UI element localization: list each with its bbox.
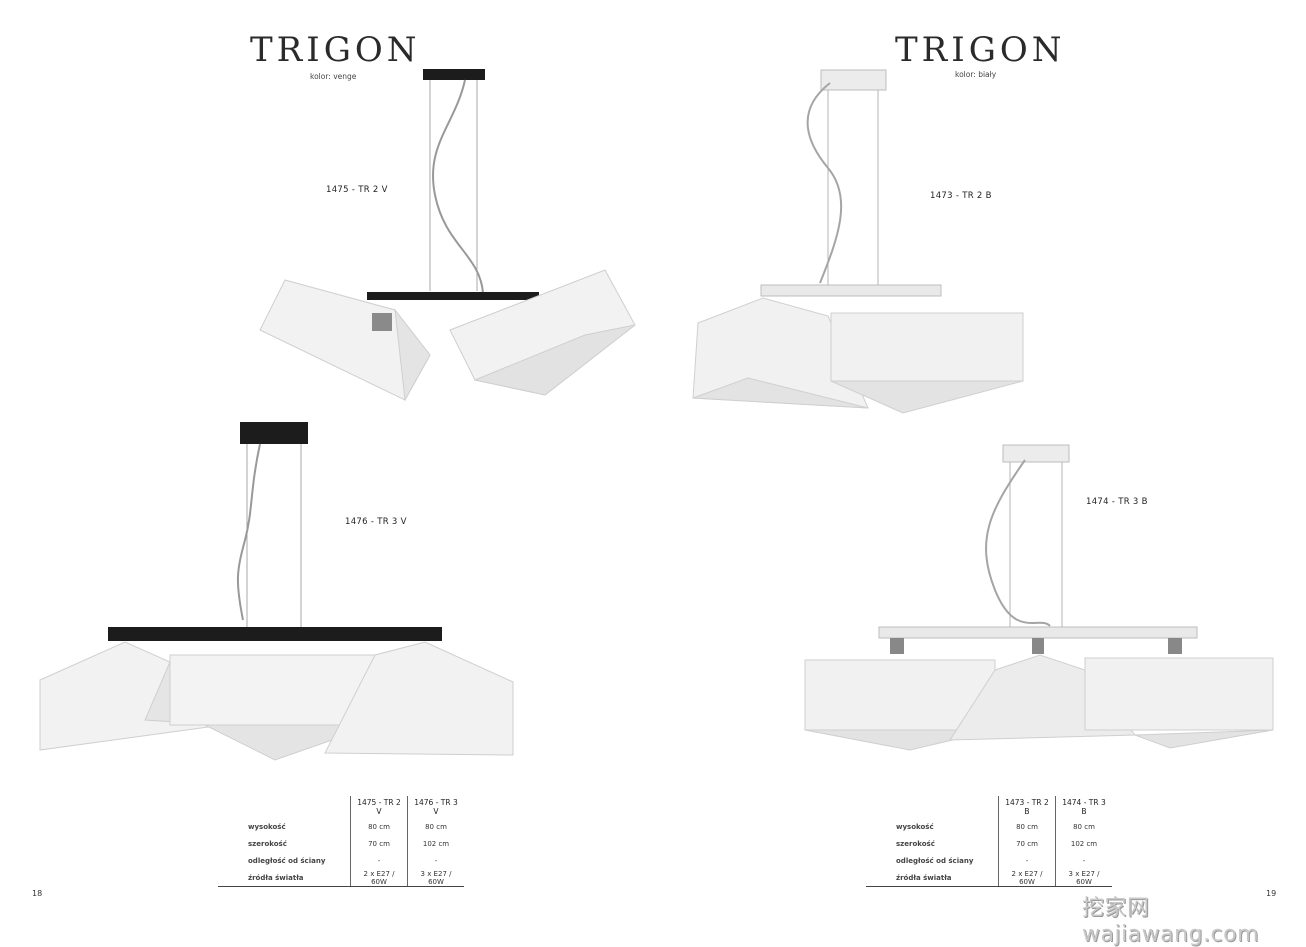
right-table-header-1: 1473 - TR 2 B: [998, 796, 1056, 818]
row-value-a: -: [998, 852, 1056, 869]
row-value-b: 80 cm: [407, 818, 464, 835]
right-table-row: źródła światła 2 x E27 / 60W 3 x E27 / 6…: [866, 869, 1112, 887]
left-spec-table: 1475 - TR 2 V 1476 - TR 3 V wysokość 80 …: [218, 796, 464, 887]
right-table-corner: [866, 796, 999, 818]
row-value-a: 2 x E27 / 60W: [350, 869, 408, 887]
right-color-note: kolor: biały: [955, 70, 997, 79]
row-value-b: -: [407, 852, 464, 869]
left-table-row: źródła światła 2 x E27 / 60W 3 x E27 / 6…: [218, 869, 464, 887]
row-value-a: 80 cm: [350, 818, 408, 835]
row-label: odległość od ściany: [248, 856, 326, 865]
lamp-1473-image: [692, 69, 1024, 414]
row-value-b: 3 x E27 / 60W: [1055, 869, 1112, 887]
model-code-1474: 1474 - TR 3 B: [1086, 497, 1148, 507]
watermark: 挖家网 wajiawang.com: [1082, 896, 1260, 947]
row-value-b: 102 cm: [1055, 835, 1112, 852]
right-table-row: szerokość 70 cm 102 cm: [866, 835, 1112, 852]
left-table-corner: [218, 796, 351, 818]
row-value-a: 2 x E27 / 60W: [998, 869, 1056, 887]
row-label: odległość od ściany: [896, 856, 974, 865]
right-title: TRIGON: [895, 30, 1066, 70]
row-value-b: 80 cm: [1055, 818, 1112, 835]
lamp-1475-image: [259, 69, 636, 402]
lamp-1476-image: [39, 422, 514, 761]
lamp-1474-image: [804, 444, 1274, 751]
row-value-a: -: [350, 852, 408, 869]
left-table-header-2: 1476 - TR 3 V: [407, 796, 464, 818]
left-color-note: kolor: venge: [310, 72, 357, 81]
left-table-row: szerokość 70 cm 102 cm: [218, 835, 464, 852]
model-code-1475: 1475 - TR 2 V: [326, 185, 388, 195]
row-label: wysokość: [248, 822, 286, 831]
left-title: TRIGON: [250, 30, 421, 70]
row-label: źródła światła: [866, 869, 999, 887]
right-table-header-2: 1474 - TR 3 B: [1055, 796, 1112, 818]
row-label: szerokość: [896, 839, 935, 848]
row-value-b: -: [1055, 852, 1112, 869]
left-page-number: 18: [32, 889, 43, 898]
left-table-row: odległość od ściany - -: [218, 852, 464, 869]
right-spec-table: 1473 - TR 2 B 1474 - TR 3 B wysokość 80 …: [866, 796, 1112, 887]
row-value-a: 80 cm: [998, 818, 1056, 835]
model-code-1473: 1473 - TR 2 B: [930, 191, 992, 201]
row-label: źródła światła: [218, 869, 351, 887]
right-page-number: 19: [1266, 889, 1277, 898]
row-value-b: 3 x E27 / 60W: [407, 869, 464, 887]
row-label: wysokość: [896, 822, 934, 831]
row-value-b: 102 cm: [407, 835, 464, 852]
row-value-a: 70 cm: [350, 835, 408, 852]
row-value-a: 70 cm: [998, 835, 1056, 852]
left-table-header-1: 1475 - TR 2 V: [350, 796, 408, 818]
row-label: szerokość: [248, 839, 287, 848]
left-table-row: wysokość 80 cm 80 cm: [218, 818, 464, 835]
model-code-1476: 1476 - TR 3 V: [345, 517, 407, 527]
right-table-row: wysokość 80 cm 80 cm: [866, 818, 1112, 835]
right-table-row: odległość od ściany - -: [866, 852, 1112, 869]
